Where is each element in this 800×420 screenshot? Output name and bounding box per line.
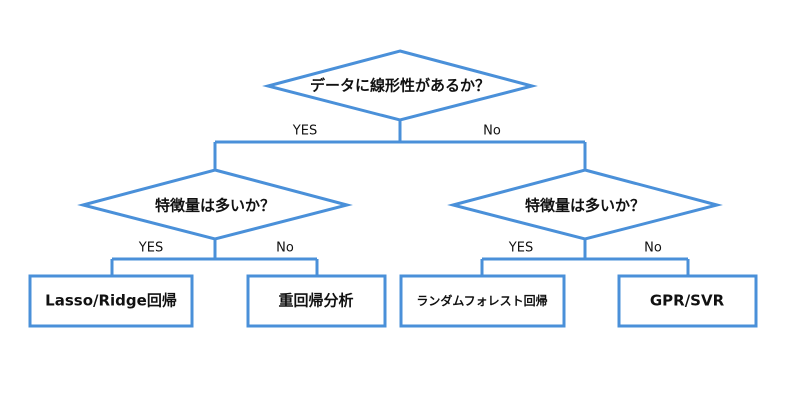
- leaf-box-lasso-ridge: [28, 274, 194, 328]
- left-connector: [110, 239, 319, 276]
- root-yes-label: YES: [292, 123, 318, 139]
- leaf-label-multiple-regression: 重回帰分析: [278, 291, 354, 310]
- left-no-label: No: [276, 240, 294, 256]
- root-no-label: No: [483, 123, 501, 139]
- right-no-label: No: [644, 240, 662, 256]
- right-question-label: 特徴量は多いか？: [524, 196, 646, 215]
- left-question-label: 特徴量は多いか？: [154, 196, 276, 215]
- root-question-label: データに線形性があるか？: [309, 76, 491, 95]
- leaf-label-lasso-ridge: Lasso/Ridge回帰: [45, 291, 177, 310]
- leaf-label-gpr-svr: GPR/SVR: [649, 291, 725, 310]
- leaf-box-multiple-regression: [246, 274, 387, 328]
- left-yes-label: YES: [138, 240, 164, 256]
- leaf-label-random-forest: ランダムフォレスト回帰: [416, 294, 548, 308]
- leaf-box-gpr-svr: [617, 274, 758, 328]
- leaf-box-random-forest: [399, 274, 566, 328]
- right-connector: [480, 239, 690, 276]
- root-connector: [213, 120, 587, 170]
- right-yes-label: YES: [508, 240, 534, 256]
